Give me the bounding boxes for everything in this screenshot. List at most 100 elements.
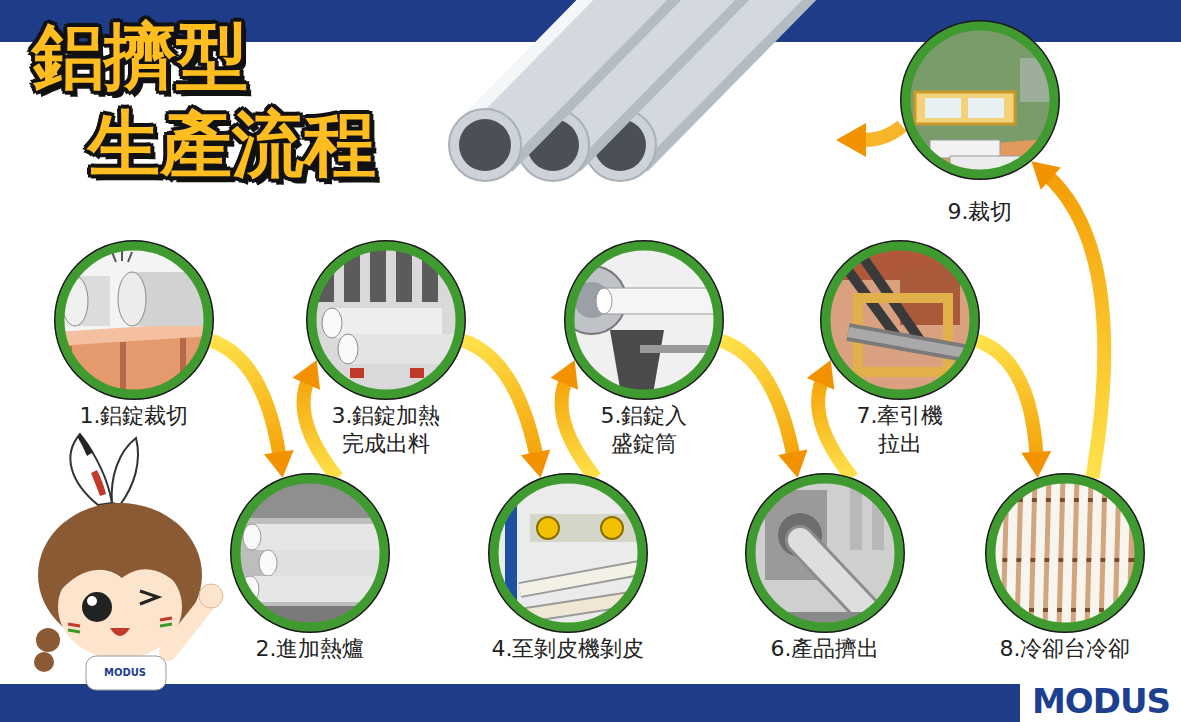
furnace-scene-part [243,524,261,550]
cutting-scene-part [925,98,961,118]
cooling-scene-part [1024,478,1028,628]
mascot-part [140,591,158,604]
arrow-head [1021,451,1051,478]
heated-billet-scene-part [322,308,342,338]
peeler-scene-part [601,517,623,539]
step-label: 5.鋁錠入 盛錠筒 [593,402,694,458]
circle-outline [488,473,648,633]
circle-ring [906,26,1054,174]
step-label: 4.至剝皮機剝皮 [492,635,645,663]
extrusion-scene-part [872,478,884,550]
circle-edge [231,474,389,632]
cooling-scene-part [996,478,1000,628]
peeler-scene-part [530,514,640,542]
arrow-shaft [463,341,537,459]
pipes-part [449,109,521,181]
flow-arrow [1031,161,1104,478]
title-spacer [32,100,88,188]
cutting-scene-part [900,20,1060,180]
arrow-shaft [562,378,596,478]
extrusion-scene-part [800,540,868,612]
circle-ring [312,246,460,394]
circle-ring [751,479,899,627]
mascot-part [199,584,223,608]
mascot-part [70,434,112,505]
flow-arrow [721,341,807,478]
heated-billet-scene-part [348,334,458,364]
heated-billet-scene-part [306,240,466,400]
process-circle: 6.產品擠出 [745,473,905,633]
cutting-scene [900,20,1060,180]
circle-ring [60,246,208,394]
flow-arrow [211,341,293,478]
mascot-part [168,604,206,652]
shirt-logo: MODUS [104,667,146,679]
peeler-scene-part [537,517,559,539]
circle-ring [236,479,384,627]
heated-billet-scene [306,240,466,400]
step-label: 2.進加熱爐 [256,635,365,663]
mascot-part [36,628,60,652]
heated-billet-scene-part [338,334,358,364]
flow-arrow [463,341,550,478]
circle-outline [306,240,466,400]
title-spacer [320,12,392,100]
circle-ring [570,246,718,394]
mascot-part [110,628,130,636]
process-circle: 2.進加熱爐 [230,473,390,633]
heated-billet-scene-part [410,368,424,378]
arrow-head [1031,161,1060,190]
pipes-part [459,119,511,171]
cutting-scene-part [915,92,1015,124]
process-circle: 8.冷卻台冷卻 [985,473,1145,633]
mascot-part [34,652,54,672]
arrow-head [293,360,321,390]
process-circle: 3.鋁錠加熱 完成出料 [306,240,466,400]
cutting-scene-part [968,98,1004,118]
circle-edge [986,474,1144,632]
exit-arrow-part [864,126,902,140]
step-label: 1.鋁錠裁切 [80,402,189,430]
mascot-part [87,596,97,606]
mascot-part [56,550,186,596]
saw-scene [54,240,222,400]
mascot-part [160,618,172,620]
saw-scene-part [118,272,146,326]
cooling-scene-part [1038,478,1042,628]
cooling-scene-part [1066,478,1070,628]
furnace-scene-part [252,524,392,550]
furnace-scene [230,473,408,633]
circle-outline [564,240,724,400]
arrow-shaft [977,341,1036,458]
container-scene-part [596,288,612,314]
circle-outline [54,240,214,400]
mascot-part [160,624,172,626]
process-circle: 4.至剝皮機剝皮 [488,473,648,633]
arrow-head [264,450,294,478]
cooling-scene-part [1052,478,1056,628]
exit-arrow-part [836,123,866,157]
mascot-part [86,656,166,690]
peeler-scene [488,473,650,633]
circle-outline [230,473,390,633]
arrow-shaft [818,378,852,477]
cooling-scene [985,473,1145,633]
step-label: 6.產品擠出 [771,635,880,663]
arrow-head [778,450,807,478]
exit-arrow [836,123,902,157]
circle-edge [307,241,465,399]
arrow-head [521,449,550,477]
circle-ring [991,479,1139,627]
furnace-scene-part [259,550,277,576]
circle-ring [494,479,642,627]
cooling-scene-part [1080,478,1084,628]
title-text: 鋁擠型 生產流程 [32,12,392,188]
circle-outline [745,473,905,633]
circle-outline [820,240,980,400]
mascot [34,434,223,690]
step-label: 8.冷卻台冷卻 [1000,635,1131,663]
circle-edge [55,241,213,399]
extrusion-scene-part [745,473,905,633]
process-circle: 5.鋁錠入 盛錠筒 [564,240,724,400]
